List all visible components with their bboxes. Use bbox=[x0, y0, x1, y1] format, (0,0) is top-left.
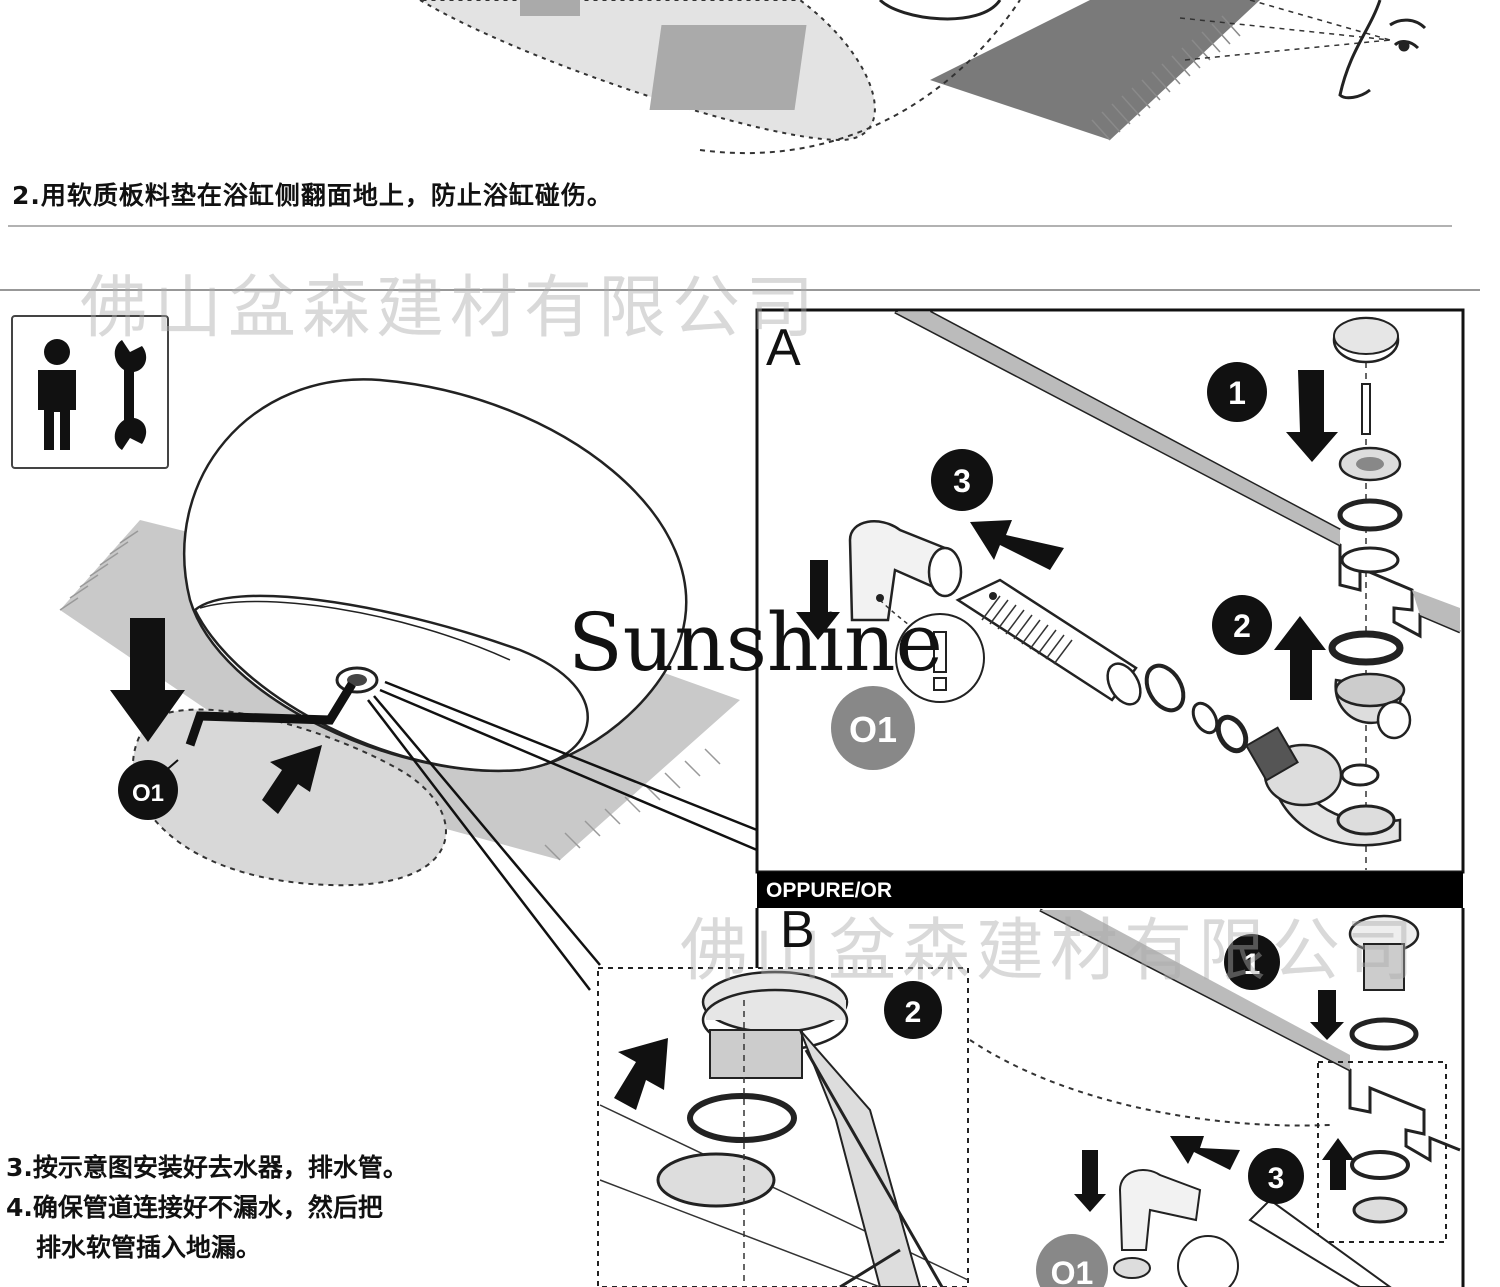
sight-lines bbox=[1179, 0, 1391, 61]
badge-b2: 2 bbox=[884, 981, 942, 1039]
mat-fringe-main bbox=[59, 530, 721, 861]
bathtub-main bbox=[59, 378, 758, 991]
arrow-a3 bbox=[970, 520, 1064, 570]
steps-3-4-caption: 3.按示意图安装好去水器，排水管。 4.确保管道连接好不漏水，然后把 排水软管插… bbox=[6, 1148, 408, 1268]
svg-text:2: 2 bbox=[905, 996, 922, 1029]
tub-rim-top bbox=[878, 0, 1002, 21]
board-square bbox=[649, 25, 807, 110]
brand-watermark: Sunshine bbox=[568, 596, 943, 689]
badge-main-o1: O1 bbox=[118, 760, 178, 820]
professional-install-sign bbox=[11, 315, 169, 469]
panel-a-label: A bbox=[766, 319, 801, 377]
svg-text:3: 3 bbox=[953, 463, 971, 499]
eye-icon bbox=[1338, 0, 1427, 100]
company-watermark: 佛山盆森建材有限公司 bbox=[80, 269, 821, 348]
company-watermark-2: 佛山盆森建材有限公司 bbox=[680, 912, 1421, 991]
drain-pipe bbox=[185, 681, 356, 747]
badge-b-o1: O1 bbox=[1036, 1234, 1108, 1287]
top-illustration bbox=[418, 0, 1427, 155]
svg-text:3: 3 bbox=[1268, 1162, 1285, 1195]
arrow-a1 bbox=[1286, 370, 1338, 462]
svg-text:O1: O1 bbox=[132, 780, 164, 807]
badge-a3: 3 bbox=[931, 449, 993, 511]
or-label: OPPURE/OR bbox=[766, 879, 893, 902]
svg-text:O1: O1 bbox=[1051, 1255, 1094, 1287]
panel-a bbox=[755, 308, 1465, 874]
mat-fringe-top bbox=[1091, 15, 1241, 141]
badge-b1: 1 bbox=[1224, 934, 1280, 990]
step4-text-line1: 4.确保管道连接好不漏水，然后把 bbox=[6, 1193, 383, 1222]
svg-text:2: 2 bbox=[1233, 608, 1251, 644]
arrow-a2 bbox=[1274, 616, 1326, 700]
svg-text:1: 1 bbox=[1228, 375, 1246, 411]
panel-b bbox=[597, 908, 1465, 1287]
step4-text-line2: 排水软管插入地漏。 bbox=[36, 1233, 262, 1262]
mat-top bbox=[930, 0, 1260, 140]
arrow-a-down bbox=[796, 560, 840, 640]
svg-text:O1: O1 bbox=[849, 709, 897, 750]
step3-text: 3.按示意图安装好去水器，排水管。 bbox=[6, 1153, 408, 1182]
or-separator-bar bbox=[757, 872, 1463, 908]
step2-caption: 2.用软质板料垫在浴缸侧翻面地上，防止浴缸碰伤。 bbox=[12, 181, 613, 210]
badge-a2: 2 bbox=[1212, 595, 1272, 655]
arrow-up-main bbox=[262, 745, 322, 814]
panel-b-label: B bbox=[780, 901, 815, 959]
soft-board-top bbox=[418, 0, 876, 142]
callout-lines bbox=[367, 680, 758, 991]
board-square-2 bbox=[520, 0, 580, 16]
badge-b3: 3 bbox=[1248, 1148, 1304, 1204]
wrench-icon bbox=[114, 340, 147, 450]
pipe-ribs bbox=[981, 595, 1073, 665]
arrow-down-main bbox=[110, 618, 185, 742]
person-icon bbox=[38, 339, 76, 450]
svg-text:1: 1 bbox=[1244, 948, 1261, 981]
badge-a1: 1 bbox=[1207, 362, 1267, 422]
badge-a-o1: O1 bbox=[831, 686, 915, 770]
